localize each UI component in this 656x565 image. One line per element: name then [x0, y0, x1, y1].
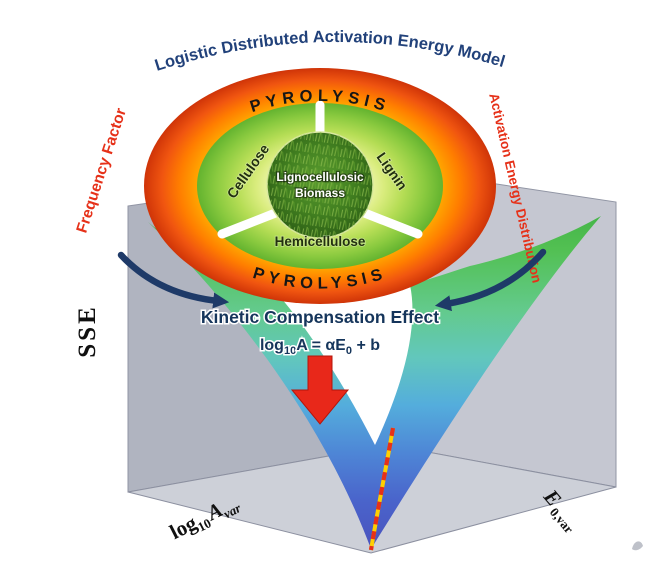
z-axis-label: SSE [74, 304, 101, 357]
curved-arrow-right-icon [434, 248, 547, 312]
kce-title: Kinetic Compensation Effect [201, 307, 439, 327]
corner-artifact [632, 541, 643, 551]
center-label-line1: Lignocellulosic [276, 170, 364, 184]
kce-equation: log10A = αE0 + b [260, 337, 380, 357]
red-down-arrow-icon [290, 355, 350, 425]
pie-dividers [217, 100, 423, 239]
frequency-factor-label: Frequency Factor [74, 106, 130, 235]
figure-title-arc: Logistic Distributed Activation Energy M… [153, 28, 507, 75]
divider-right [357, 207, 423, 239]
pyrolysis-donut: Lignocellulosic Biomass Cellulose Lignin… [144, 68, 496, 304]
valley-line-red-dashed [368, 427, 396, 551]
center-label-line2: Biomass [295, 186, 345, 200]
sse-surface [148, 216, 601, 551]
valley-opening [270, 285, 413, 445]
divider-left [217, 207, 283, 239]
hemicellulose-label: Hemicellulose [275, 234, 366, 249]
grass-texture [267, 132, 373, 238]
kce-annotation: Kinetic Compensation Effect log10A = αE0… [117, 248, 547, 425]
curved-arrow-left-icon [117, 251, 230, 309]
